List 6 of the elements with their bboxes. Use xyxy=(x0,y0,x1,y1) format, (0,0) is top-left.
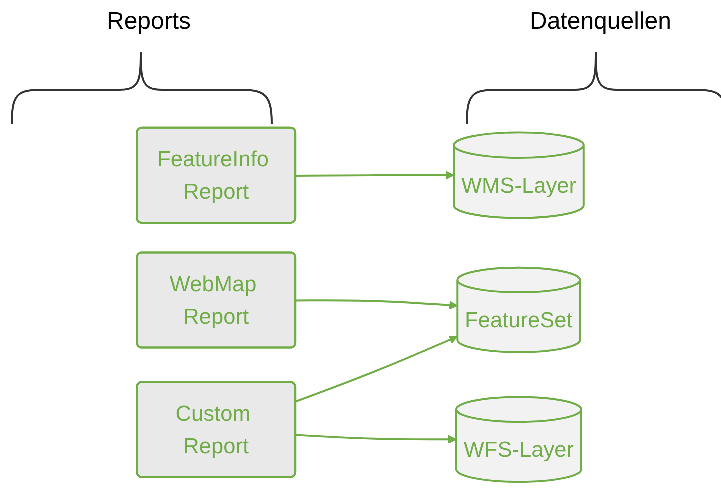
arrow xyxy=(296,300,458,310)
group-heading: Reports xyxy=(107,8,192,36)
arrow xyxy=(296,434,457,444)
arrow xyxy=(296,336,458,403)
arrow xyxy=(296,171,454,180)
group-heading: Datenquellen xyxy=(530,8,672,36)
